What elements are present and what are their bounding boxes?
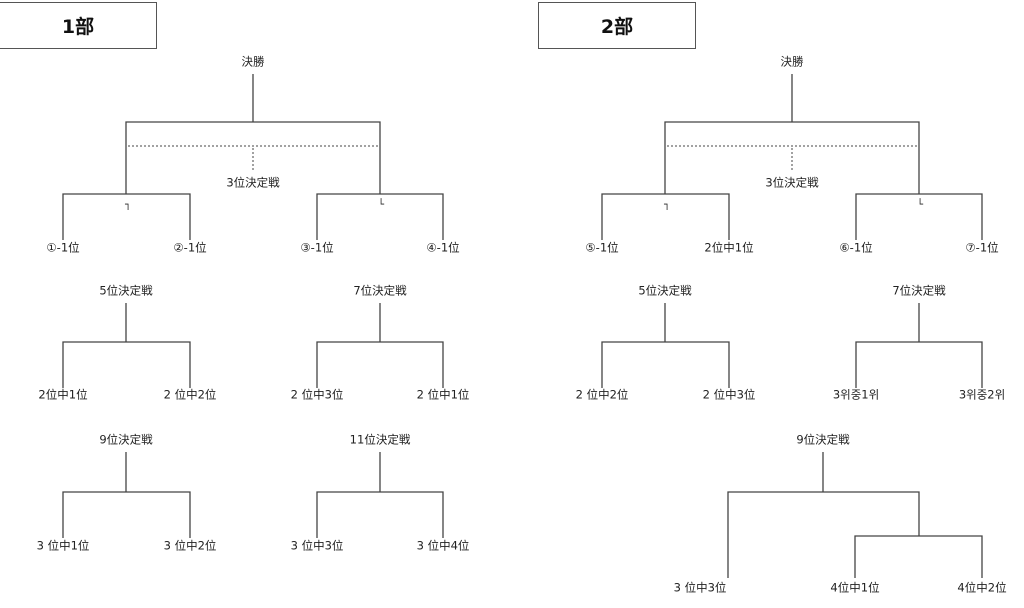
team-label: 2 位中3位 bbox=[290, 387, 344, 402]
team-label: 3 位中1位 bbox=[36, 538, 90, 553]
team-label: ⑥-1位 bbox=[839, 240, 873, 255]
match-title: 5位決定戦 bbox=[99, 283, 153, 298]
division-1-lines bbox=[62, 74, 444, 538]
match-title: 5位決定戦 bbox=[638, 283, 692, 298]
team-label: ④-1位 bbox=[426, 240, 460, 255]
team-label: ②-1位 bbox=[173, 240, 207, 255]
team-label: 3 位中3位 bbox=[673, 580, 727, 595]
team-label: 2位中1位 bbox=[38, 387, 88, 402]
division-2-title: 2部 bbox=[538, 2, 696, 49]
match-title: 9位決定戦 bbox=[796, 432, 850, 447]
match-title: 11位決定戦 bbox=[349, 432, 411, 447]
corner-mark: └ bbox=[916, 199, 924, 211]
team-label: 3 位中2位 bbox=[163, 538, 217, 553]
final-label: 決勝 bbox=[780, 54, 804, 69]
team-label: 3위중1위 bbox=[832, 387, 880, 402]
match-title: 7位決定戦 bbox=[353, 283, 407, 298]
team-label: 2 位中3位 bbox=[702, 387, 756, 402]
team-label: 3 位中3位 bbox=[290, 538, 344, 553]
match-title: 9位決定戦 bbox=[99, 432, 153, 447]
corner-mark: └ bbox=[377, 199, 385, 211]
corner-mark: ┐ bbox=[124, 199, 132, 211]
team-label: ⑤-1位 bbox=[585, 240, 619, 255]
match-title: 7位決定戦 bbox=[892, 283, 946, 298]
corner-mark: ┐ bbox=[663, 199, 671, 211]
team-label: ①-1位 bbox=[46, 240, 80, 255]
division-2-lines bbox=[601, 74, 983, 578]
team-label: 4位中2位 bbox=[957, 580, 1007, 595]
team-label: 2位中1位 bbox=[704, 240, 754, 255]
team-label: 3위중2위 bbox=[958, 387, 1006, 402]
third-place-label: 3位決定戦 bbox=[226, 175, 280, 190]
team-label: 4位中1位 bbox=[830, 580, 880, 595]
team-label: ③-1位 bbox=[300, 240, 334, 255]
third-place-label: 3位決定戦 bbox=[765, 175, 819, 190]
team-label: 2 位中2位 bbox=[575, 387, 629, 402]
team-label: 3 位中4位 bbox=[416, 538, 470, 553]
final-label: 決勝 bbox=[241, 54, 265, 69]
division-1-title: 1部 bbox=[0, 2, 157, 49]
team-label: 2 位中2位 bbox=[163, 387, 217, 402]
team-label: ⑦-1位 bbox=[965, 240, 999, 255]
team-label: 2 位中1位 bbox=[416, 387, 470, 402]
